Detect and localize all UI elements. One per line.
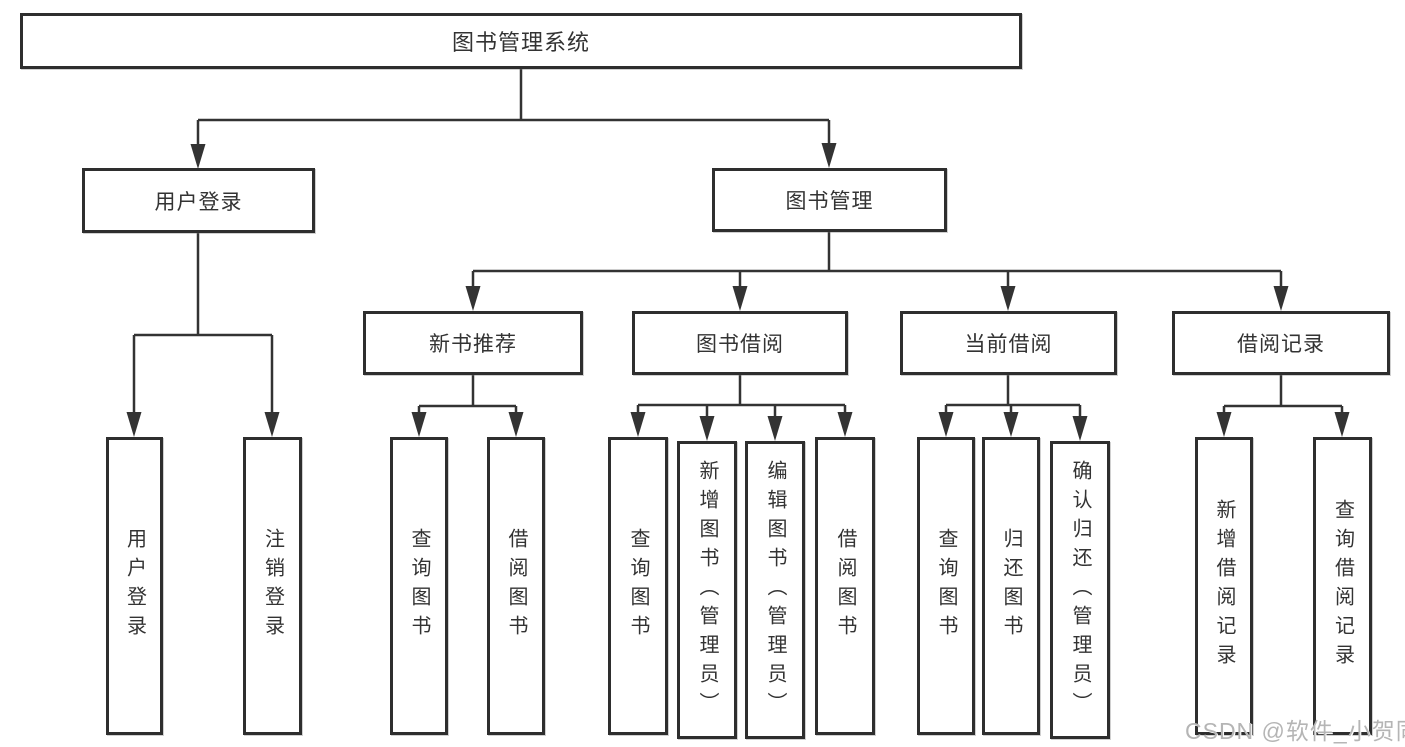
connector-userlogin-to-leaves bbox=[126, 233, 280, 437]
connector-bookmgmt-to-level3 bbox=[465, 232, 1289, 311]
node-root-system: 图书管理系统 bbox=[20, 13, 1022, 69]
node-book-borrowing: 图书借阅 bbox=[632, 311, 848, 375]
csdn-watermark: CSDN @软件_小贺同学 bbox=[1185, 718, 1405, 744]
leaf-records-query-record: 查询借阅记录 bbox=[1313, 437, 1372, 735]
leaf-records-add-record: 新增借阅记录 bbox=[1195, 437, 1253, 735]
leaf-current-confirm-return-admin: 确认归还（管理员） bbox=[1050, 441, 1110, 739]
leaf-label: 新增图书（管理员） bbox=[696, 459, 718, 721]
leaf-newbook-borrow-books: 借阅图书 bbox=[487, 437, 545, 735]
leaf-label: 归还图书 bbox=[1000, 528, 1022, 644]
leaf-label: 编辑图书（管理员） bbox=[764, 459, 786, 721]
node-user-login: 用户登录 bbox=[82, 168, 315, 233]
leaf-label: 借阅图书 bbox=[505, 528, 527, 644]
leaf-label: 借阅图书 bbox=[834, 528, 856, 644]
leaf-label: 注销登录 bbox=[261, 528, 284, 644]
leaf-logout: 注销登录 bbox=[243, 437, 302, 735]
leaf-current-query-books: 查询图书 bbox=[917, 437, 975, 735]
connector-newbooks-to-leaves bbox=[411, 375, 524, 437]
leaf-user-login: 用户登录 bbox=[106, 437, 163, 735]
connector-borrowing-to-leaves bbox=[630, 375, 853, 441]
leaf-label: 新增借阅记录 bbox=[1213, 499, 1235, 673]
node-new-book-recommend: 新书推荐 bbox=[363, 311, 583, 375]
leaf-label: 查询图书 bbox=[935, 528, 957, 644]
leaf-label: 用户登录 bbox=[123, 528, 146, 644]
leaf-current-return-books: 归还图书 bbox=[982, 437, 1040, 735]
leaf-label: 查询图书 bbox=[627, 528, 649, 644]
leaf-borrowing-borrow-books: 借阅图书 bbox=[815, 437, 875, 735]
connector-root-to-level2 bbox=[190, 69, 837, 169]
leaf-label: 确认归还（管理员） bbox=[1069, 459, 1091, 721]
leaf-label: 查询借阅记录 bbox=[1331, 499, 1354, 673]
leaf-newbook-query-books: 查询图书 bbox=[390, 437, 448, 735]
leaf-label: 查询图书 bbox=[408, 528, 430, 644]
connector-records-to-leaves bbox=[1216, 375, 1350, 437]
leaf-borrowing-edit-books-admin: 编辑图书（管理员） bbox=[745, 441, 805, 739]
leaf-borrowing-add-books-admin: 新增图书（管理员） bbox=[677, 441, 737, 739]
leaf-borrowing-query-books: 查询图书 bbox=[608, 437, 668, 735]
node-borrow-records: 借阅记录 bbox=[1172, 311, 1390, 375]
connector-current-to-leaves bbox=[938, 375, 1088, 441]
node-book-management: 图书管理 bbox=[712, 168, 947, 232]
node-current-borrowing: 当前借阅 bbox=[900, 311, 1117, 375]
